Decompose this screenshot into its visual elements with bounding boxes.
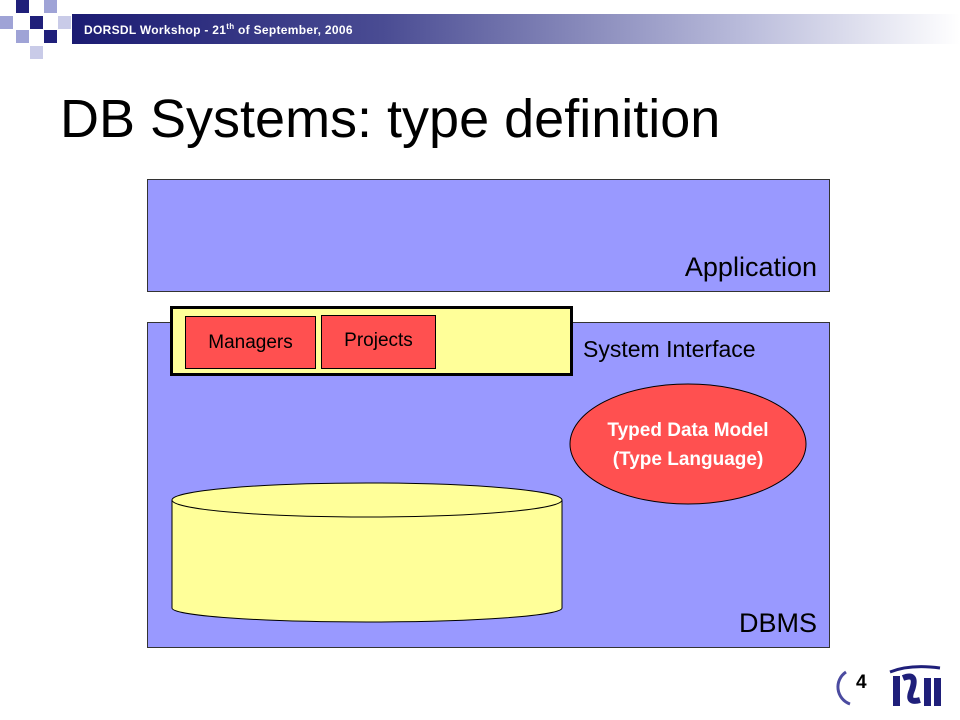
slide-title: DB Systems: type definition (60, 89, 721, 149)
typed-data-model-ellipse (569, 383, 807, 505)
dbms-label: DBMS (738, 608, 817, 638)
typed-data-model-text: Typed Data Model (Type Language) (568, 416, 808, 474)
system-interface-label: System Interface (583, 336, 756, 362)
page-number: 4 (856, 672, 867, 693)
header-bar (72, 14, 960, 44)
typed-data-model-line2: (Type Language) (612, 449, 764, 470)
projects-box: Projects (321, 315, 436, 369)
database-cylinder-icon (171, 482, 563, 623)
managers-box: Managers (185, 316, 316, 369)
institution-logo-icon (836, 665, 941, 706)
application-layer: Application (147, 179, 830, 292)
header-text: DORSDL Workshop - 21th of September, 200… (84, 22, 353, 37)
application-label: Application (684, 252, 817, 282)
typed-data-model-line1: Typed Data Model (607, 420, 769, 441)
